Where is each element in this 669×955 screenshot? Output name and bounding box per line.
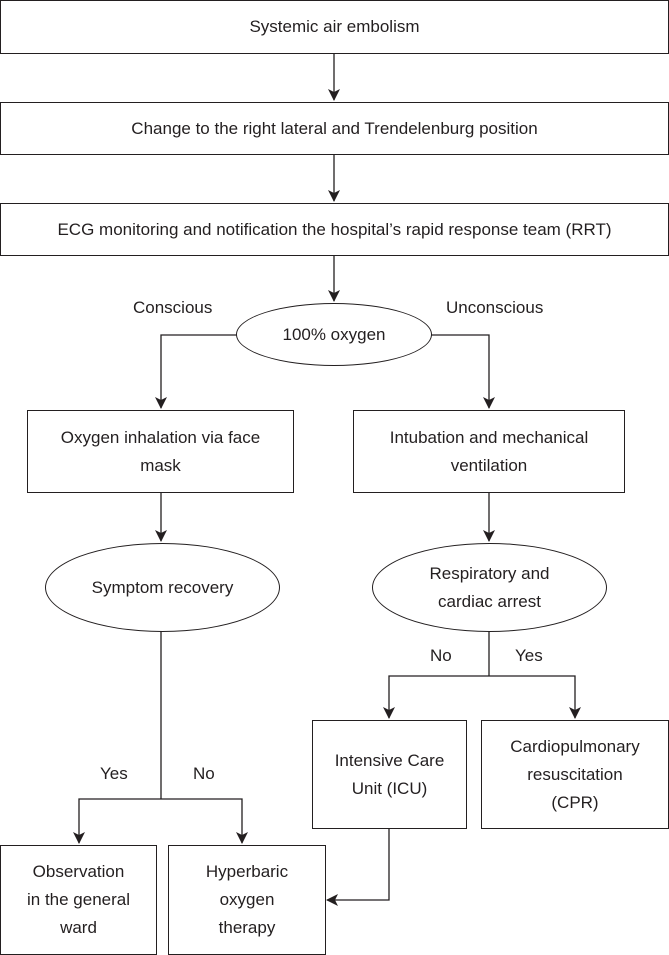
node-ecg-monitoring: ECG monitoring and notification the hosp…	[0, 203, 669, 256]
node-label-line-1: Intensive Care	[334, 750, 445, 770]
edge-label-arrest-yes: Yes	[515, 646, 543, 665]
edge-label-arrest-no: No	[430, 646, 452, 665]
node-label: Symptom recovery	[91, 577, 234, 597]
edge-label-symptom-no: No	[193, 764, 215, 783]
node-label-line-2: oxygen	[219, 890, 275, 909]
node-systemic-air-embolism: Systemic air embolism	[0, 0, 669, 54]
edge-label-unconscious: Unconscious	[446, 298, 544, 317]
arrow-arrest-to-icu	[383, 675, 489, 719]
node-label-line-1: Intubation and mechanical	[389, 427, 589, 447]
node-label-line-1: Hyperbaric	[205, 862, 289, 881]
node-label-line-3: ward	[60, 918, 97, 937]
node-oxygen-face-mask: Oxygen inhalation via face mask	[27, 410, 294, 493]
node-intubation: Intubation and mechanical ventilation	[353, 410, 625, 493]
node-label-line-2: resuscitation	[527, 764, 623, 784]
node-label-line-3: (CPR)	[551, 792, 599, 812]
node-label-line-3: therapy	[218, 918, 276, 937]
arrow-symptom-to-ward	[73, 798, 161, 844]
node-label-line-1: Oxygen inhalation via face	[60, 427, 261, 447]
node-symptom-recovery: Symptom recovery	[45, 543, 280, 632]
node-label: 100% oxygen	[282, 324, 386, 344]
node-hyperbaric-oxygen-therapy: Hyperbaric oxygen therapy	[168, 845, 326, 955]
node-label: Change to the right lateral and Trendele…	[131, 118, 538, 138]
node-label-line-1: Respiratory and	[429, 563, 550, 583]
node-label-line-2: cardiac arrest	[438, 591, 541, 611]
arrow-icu-to-hbo	[326, 829, 390, 906]
arrow-symptom-to-hbo	[161, 798, 248, 844]
node-position-change: Change to the right lateral and Trendele…	[0, 102, 669, 155]
node-label-line-2: mask	[140, 455, 181, 475]
node-respiratory-cardiac-arrest: Respiratory and cardiac arrest	[372, 543, 607, 632]
arrow-arrest-to-cpr	[489, 675, 581, 719]
node-label-line-2: in the general	[26, 890, 131, 909]
node-label-line-1: Cardiopulmonary	[510, 736, 640, 756]
arrow-oxygen-to-mask	[155, 334, 237, 409]
node-100-oxygen: 100% oxygen	[236, 303, 432, 366]
edge-label-conscious: Conscious	[133, 298, 213, 317]
node-label: ECG monitoring and notification the hosp…	[57, 219, 612, 239]
node-label-line-2: ventilation	[450, 455, 528, 475]
edge-label-symptom-yes: Yes	[100, 764, 128, 783]
node-cpr: Cardiopulmonary resuscitation (CPR)	[481, 720, 669, 829]
arrow-oxygen-to-intubation	[431, 334, 495, 409]
node-label: Systemic air embolism	[249, 17, 420, 36]
node-icu: Intensive Care Unit (ICU)	[312, 720, 467, 829]
node-observation-general-ward: Observation in the general ward	[0, 845, 157, 955]
node-label-line-2: Unit (ICU)	[351, 778, 428, 798]
node-label-line-1: Observation	[32, 862, 125, 881]
